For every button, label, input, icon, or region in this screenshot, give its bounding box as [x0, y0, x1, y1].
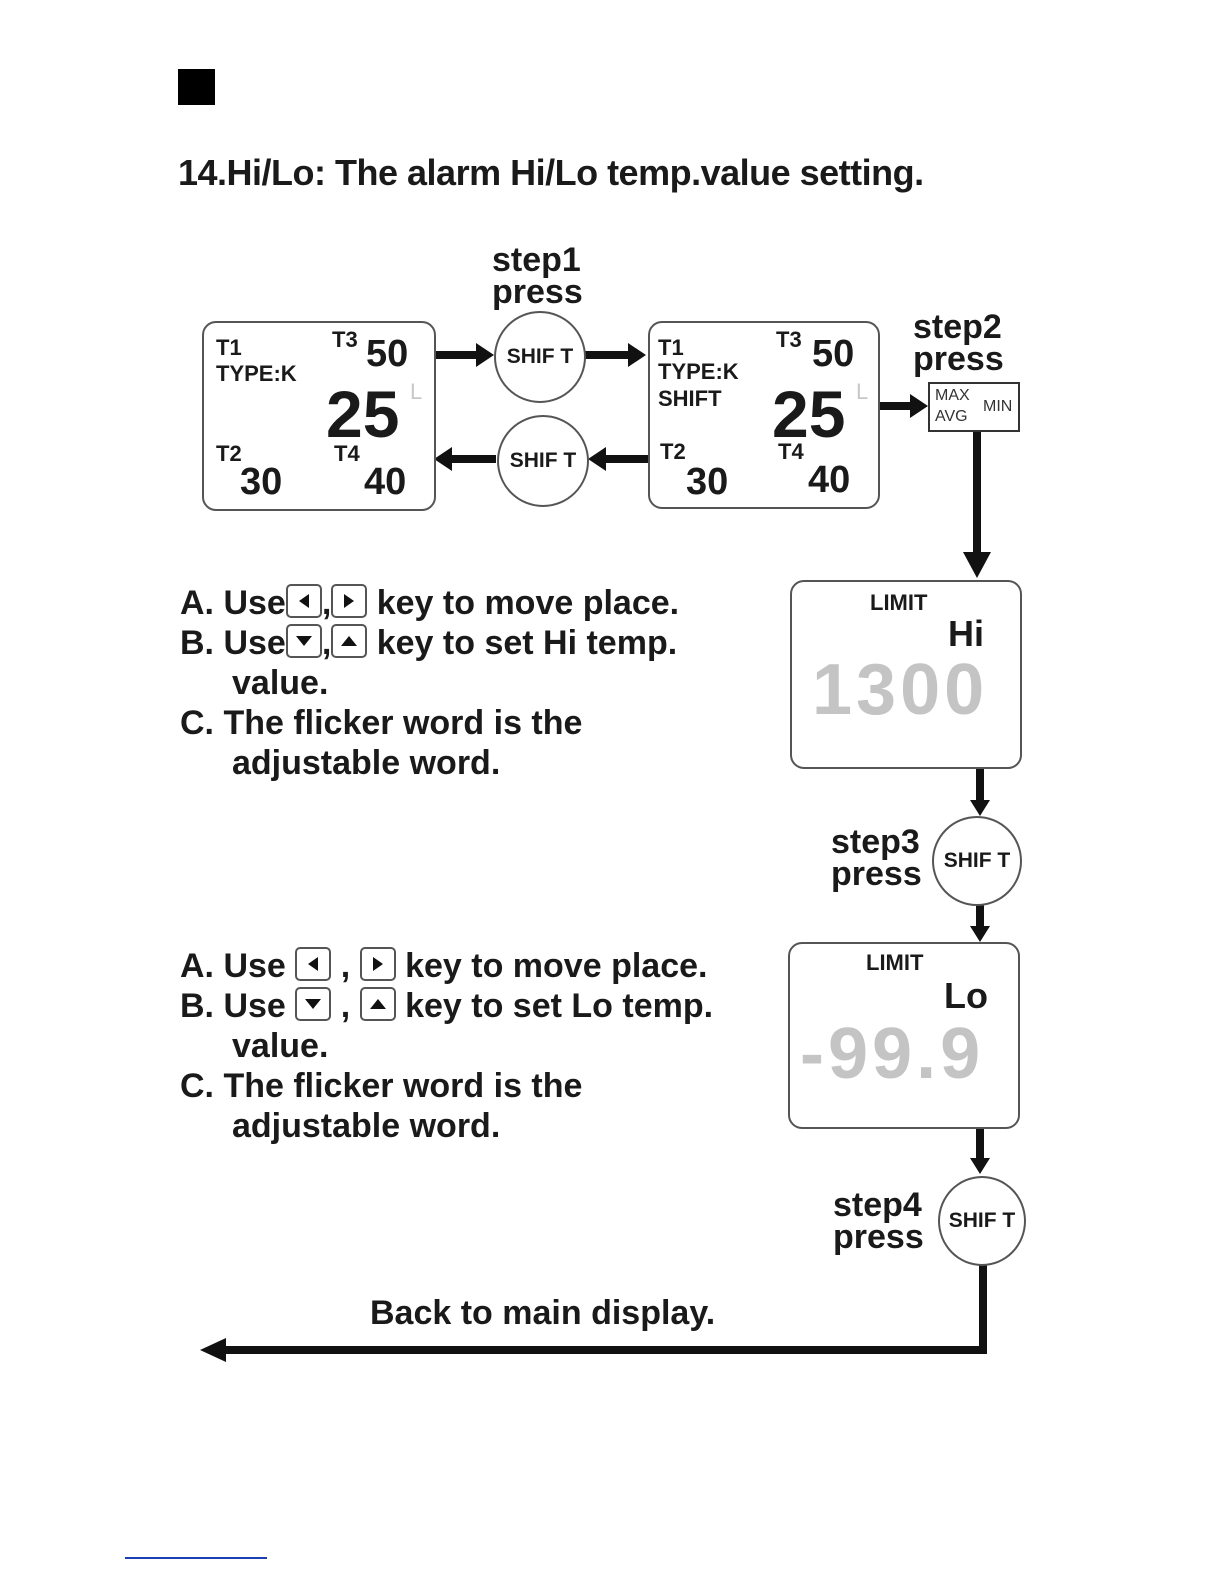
back-to-main-display-label: Back to main display. [370, 1294, 716, 1332]
right-arrow-key-icon [331, 584, 368, 619]
lcd-display-shift: T1 TYPE:K SHIFT T3 50 25 L T2 30 T4 40 [648, 321, 880, 509]
left-arrow-key-icon [285, 584, 322, 619]
arrow-step3-to-lo [970, 904, 990, 942]
lo-instruction-c: C. The flicker word is the [180, 1067, 583, 1105]
lcd-display-hi-limit: LIMIT Hi 1300 [790, 580, 1022, 769]
lo-instruction-c-cont: adjustable word. [232, 1107, 501, 1145]
arrow-step4-back-to-main [200, 1265, 987, 1362]
arrow-shift-back-to-display1 [434, 447, 496, 471]
right-arrow-key-icon [359, 947, 396, 982]
up-arrow-key-icon [359, 987, 396, 1022]
lcd-display-lo-limit: LIMIT Lo -99.9 [788, 942, 1020, 1129]
lo-instruction-a: A. Use , key to move place. [180, 947, 708, 985]
shift-button-step3[interactable]: SHIF T [932, 816, 1022, 906]
arrow-lo-to-step4 [970, 1127, 990, 1174]
page-title: 14.Hi/Lo: The alarm Hi/Lo temp.value set… [178, 152, 924, 193]
up-arrow-key-icon [331, 624, 368, 659]
max-avg-min-key[interactable]: MAX AVG MIN [928, 382, 1020, 432]
lo-instruction-b-cont: value. [232, 1027, 329, 1065]
section-marker-square [178, 69, 215, 105]
lo-limit-value-flicker: -99.9 [800, 1014, 985, 1094]
hi-instruction-a: A. Use, key to move place. [180, 584, 680, 622]
step4-label: step4 press [833, 1186, 924, 1256]
down-arrow-key-icon [295, 987, 332, 1022]
arrow-shift-to-display2 [584, 343, 646, 367]
lcd-display-main: T1 TYPE:K T3 50 25 L T2 30 T4 40 [202, 321, 436, 511]
arrow-hi-to-step3 [970, 767, 990, 816]
left-arrow-key-icon [295, 947, 332, 982]
hi-instruction-c: C. The flicker word is the [180, 704, 583, 742]
step2-label: step2 press [913, 308, 1004, 378]
shift-button-step1[interactable]: SHIF T [494, 311, 586, 403]
hi-instruction-b: B. Use, key to set Hi temp. [180, 624, 678, 662]
hi-instruction-b-cont: value. [232, 664, 329, 702]
step3-label: step3 press [831, 823, 922, 893]
step1-label: step1 press [492, 241, 583, 311]
arrow-maxbox-to-hi [963, 430, 991, 578]
arrow-display2-to-maxbox [877, 394, 928, 418]
arrow-display2-to-shift-back [588, 447, 648, 471]
hi-instruction-c-cont: adjustable word. [232, 744, 501, 782]
arrow-display1-to-shift [434, 343, 494, 367]
footer-rule [125, 1557, 267, 1559]
hi-limit-value-flicker: 1300 [812, 650, 989, 730]
shift-button-step4[interactable]: SHIF T [938, 1176, 1026, 1266]
down-arrow-key-icon [285, 624, 322, 659]
shift-button-return[interactable]: SHIF T [497, 415, 589, 507]
lo-instruction-b: B. Use , key to set Lo temp. [180, 987, 714, 1025]
